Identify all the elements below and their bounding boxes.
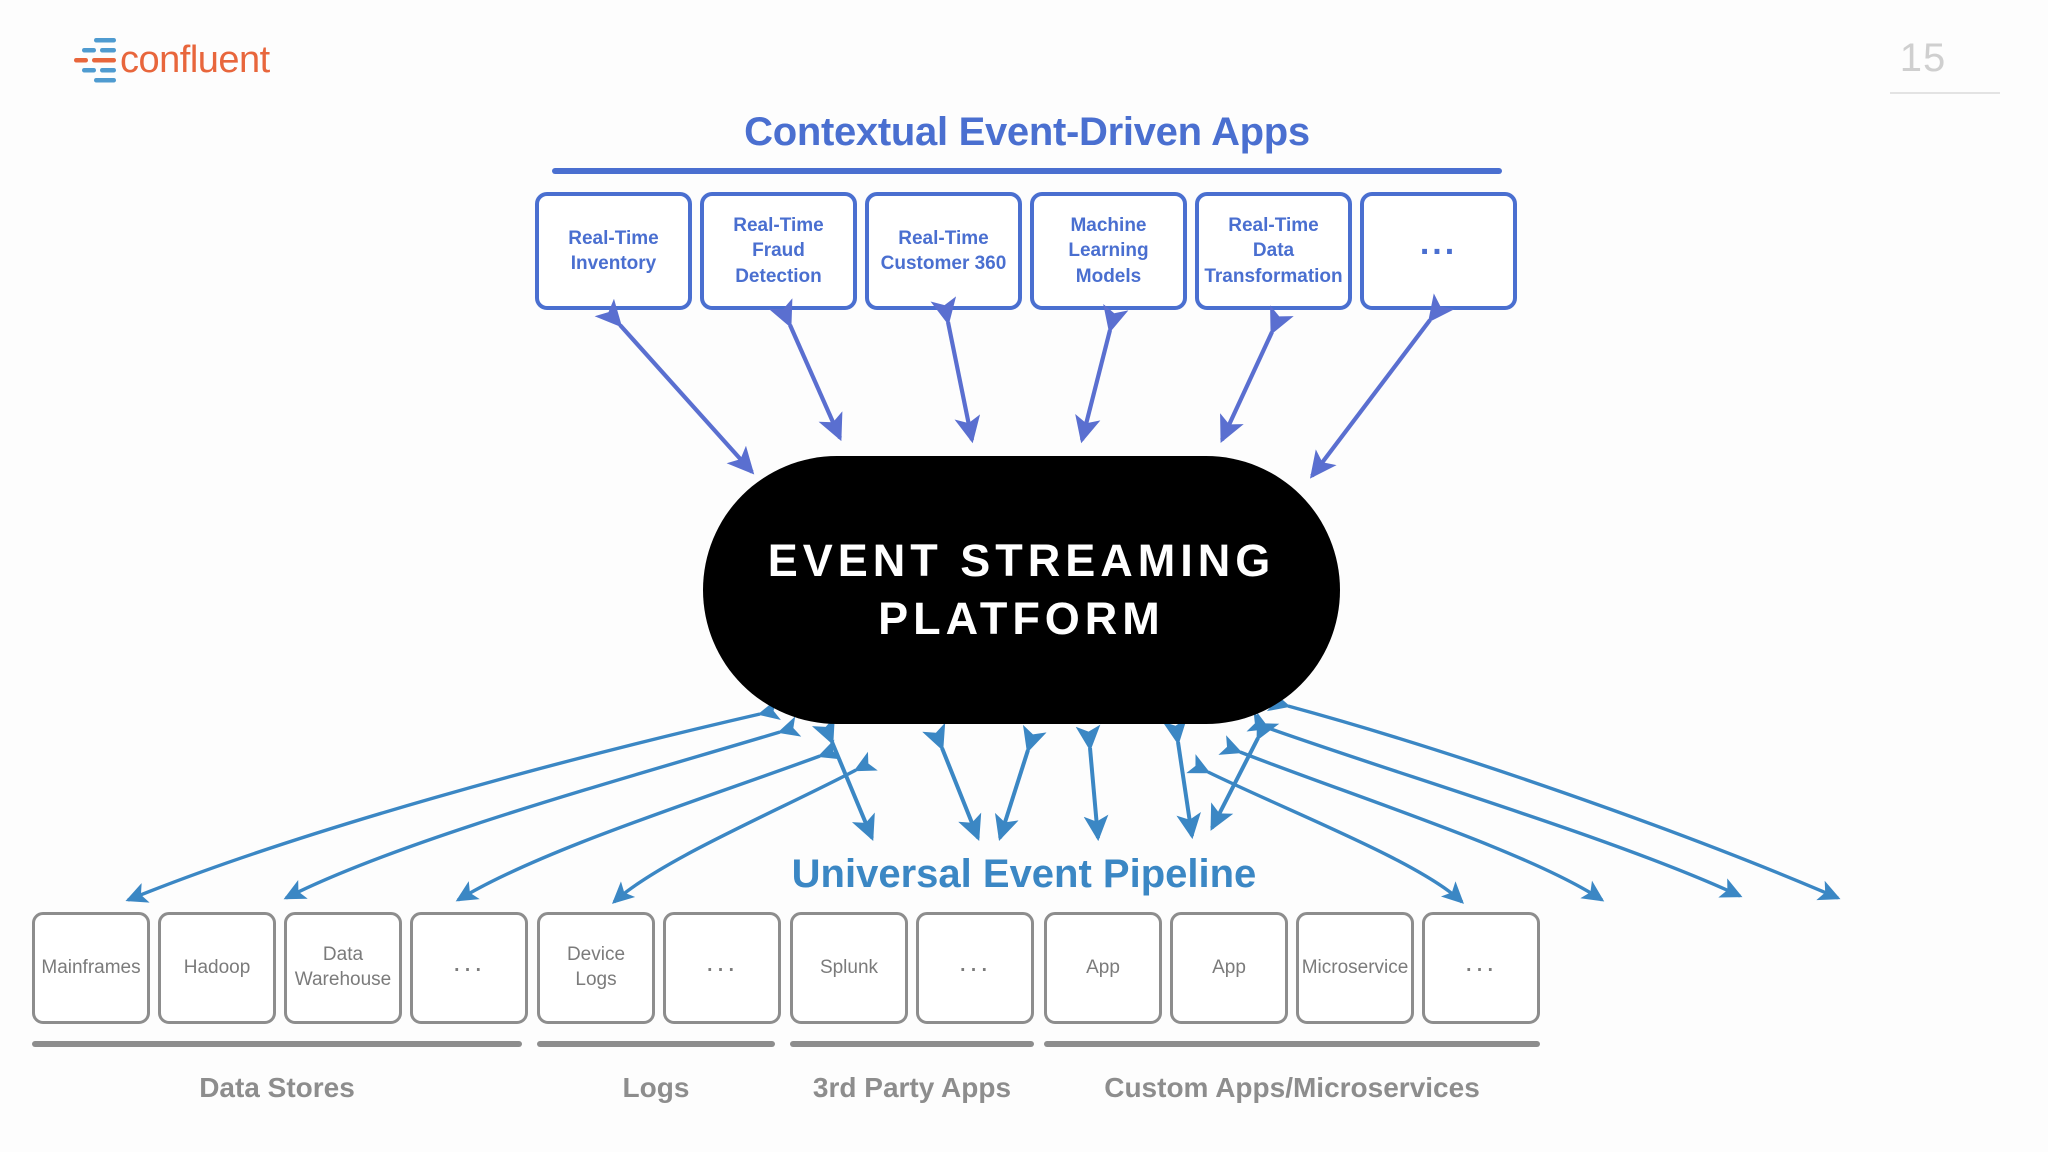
category-divider [537, 1041, 775, 1047]
title-underline-bar [552, 168, 1502, 174]
category-label: 3rd Party Apps [812, 1072, 1012, 1103]
svg-text:confluent: confluent [120, 39, 271, 81]
source-box[interactable]: Splunk [790, 912, 908, 1024]
source-box[interactable]: ... [663, 912, 781, 1024]
category-divider [32, 1041, 522, 1047]
source-box[interactable]: Hadoop [158, 912, 276, 1024]
app-box[interactable]: ... [1360, 192, 1517, 310]
page-number: 15 [1899, 36, 1947, 80]
category-label: Custom Apps/Microservices [1104, 1072, 1480, 1103]
category-label: Data Stores [199, 1072, 355, 1103]
universal-event-pipeline-label: Universal Event Pipeline [791, 852, 1257, 896]
source-box[interactable]: App [1170, 912, 1288, 1024]
source-box[interactable]: Mainframes [32, 912, 150, 1024]
source-box[interactable]: ... [410, 912, 528, 1024]
source-box[interactable]: App [1044, 912, 1162, 1024]
page-number-divider [1890, 92, 2000, 94]
category-divider [790, 1041, 1034, 1047]
source-box[interactable]: Microservice [1296, 912, 1414, 1024]
category-label: Logs [622, 1072, 690, 1103]
confluent-logo: confluent [72, 32, 302, 88]
source-box[interactable]: ... [916, 912, 1034, 1024]
category-divider [1044, 1041, 1540, 1047]
page-title: Contextual Event-Driven Apps [744, 110, 1310, 154]
source-box[interactable]: ... [1422, 912, 1540, 1024]
